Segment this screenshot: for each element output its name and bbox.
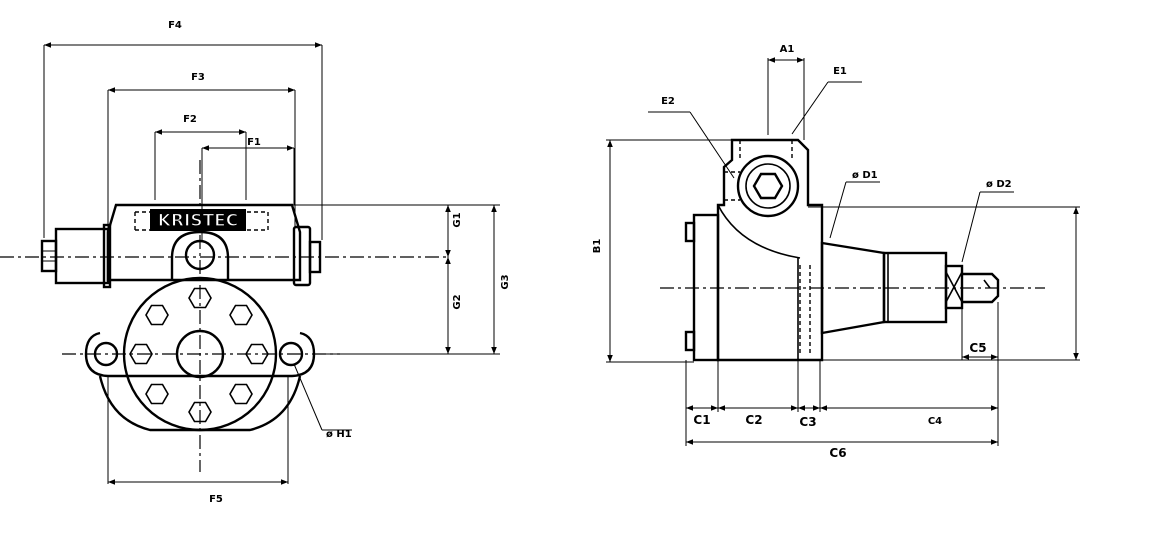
h1-label: ø H1 <box>326 429 352 440</box>
g3-label: G3 <box>500 274 511 289</box>
top-port-circle-side <box>736 154 800 218</box>
c1-label: C1 <box>693 413 710 427</box>
side-view: A1 E1 E2 ø D1 ø D2 B1 C <box>592 44 1080 460</box>
f2-label: F2 <box>183 114 197 125</box>
c3-label: C3 <box>799 415 816 429</box>
left-inlet-fitting <box>54 227 110 285</box>
pump-cover-circle <box>122 276 278 432</box>
mounting-hole-right <box>278 341 304 367</box>
e1-leader-line <box>791 81 829 135</box>
port-hex-plug <box>752 172 784 200</box>
e2-label: E2 <box>661 96 675 107</box>
rear-bolt-bottom <box>684 330 696 352</box>
b1-label: B1 <box>592 239 603 254</box>
c4-label: C4 <box>928 416 942 427</box>
f5-label: F5 <box>209 494 223 505</box>
cover-bolt <box>145 304 169 326</box>
g2-label: G2 <box>452 294 463 309</box>
cover-bolt <box>229 304 253 326</box>
c2-label: C2 <box>745 413 762 427</box>
brand-plate <box>150 209 246 231</box>
shaft-key-line <box>983 279 991 289</box>
f3-label: F3 <box>191 72 205 83</box>
right-outlet-fitting <box>292 225 312 287</box>
a1-label: A1 <box>780 44 795 55</box>
body-curve <box>717 204 801 259</box>
cover-bolt <box>229 383 253 405</box>
g1-label: G1 <box>452 212 463 227</box>
shaft-circle <box>175 329 225 379</box>
right-outlet-nut <box>308 240 322 274</box>
left-inlet-nut <box>40 239 58 273</box>
cover-bolt <box>145 383 169 405</box>
e1-label: E1 <box>833 66 847 77</box>
collar-cross-2 <box>945 271 963 303</box>
e2-leader-line <box>689 111 735 179</box>
top-port-circle <box>184 239 216 271</box>
shaft-end <box>962 272 1000 304</box>
rear-bolt-top <box>684 221 696 243</box>
c5-label: C5 <box>969 341 986 355</box>
d1-label: ø D1 <box>852 170 878 181</box>
pump-main-body <box>716 138 824 362</box>
d2-leader-line <box>961 191 981 263</box>
f4-label: F4 <box>168 20 182 31</box>
top-port-inner-circle <box>745 163 791 209</box>
f1-label: F1 <box>247 137 261 148</box>
shaft-collar <box>944 264 964 310</box>
front-view: KRISTEC F4 <box>0 20 511 505</box>
mounting-hole-left <box>93 341 119 367</box>
d1-leader-line <box>829 181 847 239</box>
brand-logo-text: KRISTEC <box>158 211 239 231</box>
d2-label: ø D2 <box>986 179 1012 190</box>
c6-label: C6 <box>829 446 846 460</box>
h1-leader-line <box>293 363 323 431</box>
left-flange <box>102 223 112 289</box>
top-port-boss <box>170 230 230 280</box>
